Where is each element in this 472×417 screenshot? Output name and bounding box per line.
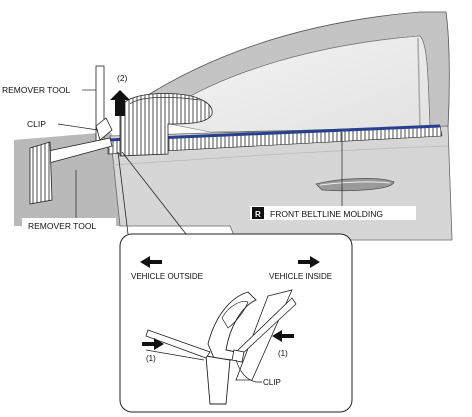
step-1-right-label: (1) — [278, 349, 288, 358]
arrow-left-push-icon — [272, 330, 294, 342]
fender-edge-section — [29, 141, 53, 205]
molding-tag: R — [255, 210, 261, 219]
arrow-right-push-icon — [142, 338, 164, 350]
clip-top-label: CLIP — [27, 119, 46, 129]
side-mirror — [119, 93, 213, 157]
clip-part — [95, 117, 113, 141]
arrow-up-icon — [110, 90, 130, 116]
inset-molding-profile — [207, 291, 257, 361]
step-1-left-label: (1) — [146, 354, 156, 363]
detail-inset-box — [119, 233, 353, 413]
vehicle-outside-label: VEHICLE OUTSIDE — [131, 272, 203, 281]
inset-clip — [231, 349, 245, 363]
step-2-label: (2) — [117, 73, 128, 83]
vehicle-inside-label: VEHICLE INSIDE — [269, 272, 332, 281]
remover-tool-bottom-label: REMOVER TOOL — [28, 221, 96, 231]
molding-label: FRONT BELTLINE MOLDING — [270, 209, 383, 219]
inset-tool-left — [145, 329, 211, 359]
remover-tool-top-label: REMOVER TOOL — [2, 85, 70, 95]
arrow-right-icon — [298, 256, 320, 268]
door-glass — [169, 35, 431, 133]
arrow-left-icon — [140, 256, 162, 268]
clip-bottom-label: CLIP — [263, 378, 281, 387]
inset-door-panel — [205, 355, 231, 405]
molding-tag-box — [252, 207, 264, 219]
